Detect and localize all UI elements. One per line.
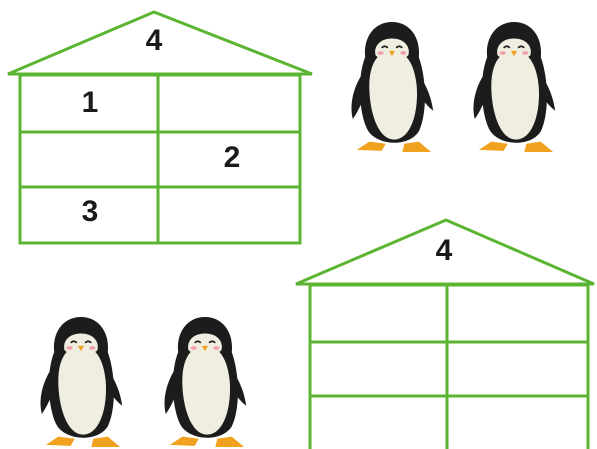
house-1-cell-r2-right[interactable]: 2 bbox=[212, 141, 252, 175]
house-1-roof-number: 4 bbox=[134, 24, 174, 58]
penguin-icon bbox=[470, 20, 560, 154]
house-1-cell-r3-left[interactable]: 3 bbox=[70, 195, 110, 229]
penguin-icon bbox=[36, 315, 128, 449]
house-1-cell-r1-left[interactable]: 1 bbox=[70, 86, 110, 120]
penguin-icon bbox=[160, 315, 252, 449]
penguin-icon bbox=[348, 20, 438, 154]
number-house-2: 4 bbox=[290, 210, 597, 448]
house-2-roof-number: 4 bbox=[424, 234, 464, 268]
number-house-1: 4 1 2 3 bbox=[0, 0, 320, 250]
